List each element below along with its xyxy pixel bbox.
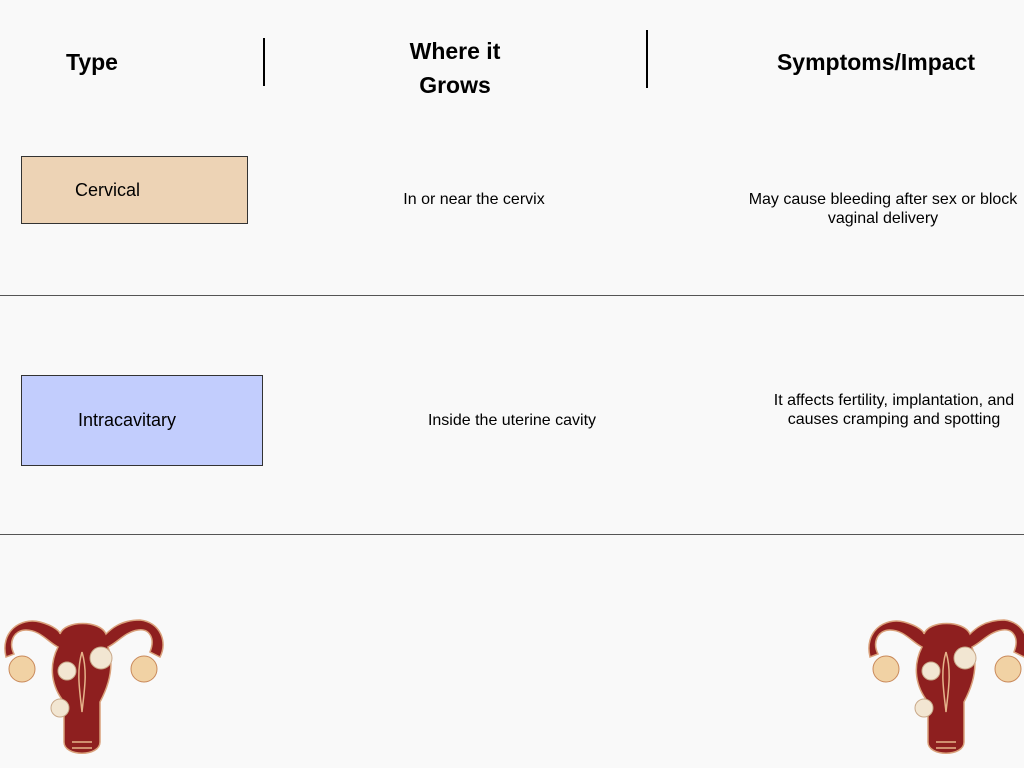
row-divider — [0, 534, 1024, 535]
type-box-cervical: Cervical — [21, 156, 248, 224]
where-text: In or near the cervix — [403, 191, 545, 208]
uterus-with-fibroids-icon — [868, 619, 1024, 754]
where-text: Inside the uterine cavity — [427, 412, 597, 429]
type-label: Intracavitary — [77, 410, 177, 430]
column-divider — [263, 38, 265, 86]
column-divider — [646, 30, 648, 88]
header-type: Type — [66, 49, 118, 75]
uterus-with-fibroids-icon — [4, 619, 164, 754]
row-divider — [0, 295, 1024, 296]
symptoms-text: It affects fertility, implantation, and … — [773, 392, 1015, 428]
type-label: Cervical — [74, 179, 140, 200]
type-box-intracavitary: Intracavitary — [21, 375, 263, 466]
header-symptoms: Symptoms/Impact — [776, 49, 976, 75]
symptoms-text: May cause bleeding after sex or block va… — [748, 191, 1018, 227]
header-where: Where it Grows — [409, 38, 501, 98]
